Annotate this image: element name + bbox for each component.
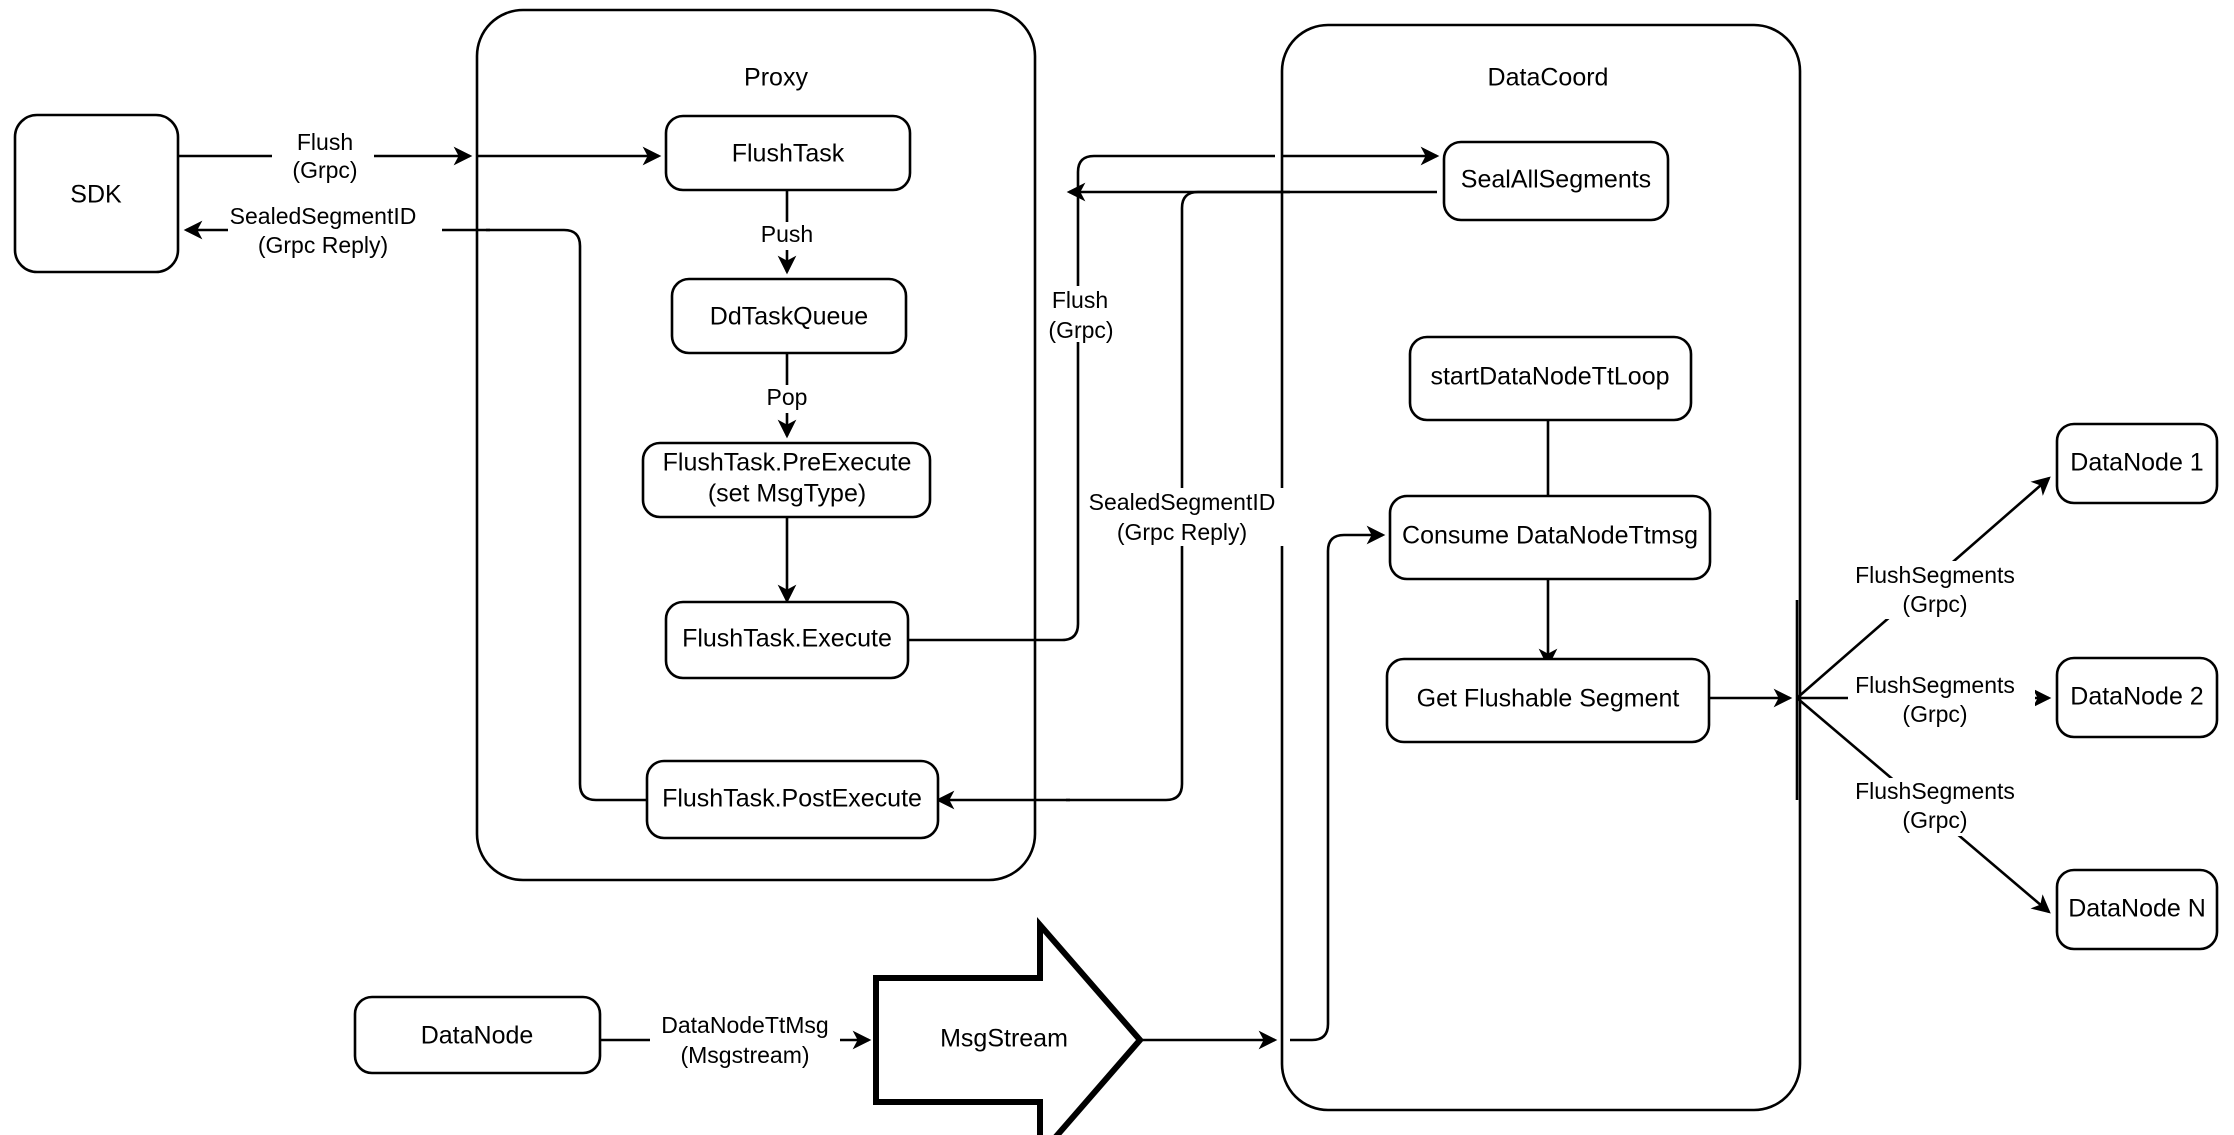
label-flush-coord-line1: Flush [1052,287,1108,313]
label-bg-push [751,222,823,250]
label-pop: Pop [767,384,808,410]
edge-label-push: Push [751,221,823,250]
edge-coordborder-to-consume [1290,525,1386,1042]
node-consume-datanodettmsg[interactable]: Consume DataNodeTtmsg [1388,494,1712,581]
label-bg-flush-coord [1038,286,1138,342]
node-ddtaskqueue[interactable]: DdTaskQueue [670,277,908,355]
preexecute-box[interactable] [641,441,932,519]
label-sealedsegmentid-line1: SealedSegmentID [230,203,417,229]
label-push: Push [761,221,813,247]
label-datanodettmsg-line2: (Msgstream) [680,1042,809,1068]
msgstream-label: MsgStream [940,1025,1068,1053]
datanode2-box[interactable] [2055,656,2219,739]
node-startdatanodettloop[interactable]: startDataNodeTtLoop [1408,335,1693,422]
startdatanodettloop-label: startDataNodeTtLoop [1430,363,1669,391]
datanoden-label: DataNode N [2068,895,2206,923]
datanode1-label: DataNode 1 [2070,449,2203,477]
edge-label-flushsegments-n: FlushSegments (Grpc) [1848,778,2035,836]
flushtask-label: FlushTask [732,140,845,168]
label-bg-sealedsegmentid [228,202,442,258]
edge-label-pop: Pop [757,384,817,413]
datanode-source-label: DataNode [421,1022,534,1050]
datanode1-box[interactable] [2055,422,2219,505]
container-datacoord: DataCoord [1280,23,1802,1112]
label-flushsegments1-line1: FlushSegments [1855,562,2015,588]
edge-label-sdk-to-proxy: Flush (Grpc) [272,128,374,184]
consume-datanodettmsg-box[interactable] [1388,494,1712,581]
node-flushtask-execute[interactable]: FlushTask.Execute [664,600,910,680]
consume-datanodettmsg-label: Consume DataNodeTtmsg [1402,522,1698,550]
postexecute-box[interactable] [645,759,940,840]
edge-label-proxy-to-coord: Flush (Grpc) [1038,286,1138,343]
sdk-box[interactable] [13,113,180,274]
edge-execute-to-coord [908,154,1275,642]
label-flushsegmentsn-line1: FlushSegments [1855,778,2015,804]
sdk-label: SDK [70,181,122,209]
node-flushtask-postexecute[interactable]: FlushTask.PostExecute [645,759,940,840]
preexecute-label-line1: FlushTask.PreExecute [663,449,912,477]
edge-label-flushsegments-1: FlushSegments (Grpc) [1848,561,2035,619]
get-flushable-segment-label: Get Flushable Segment [1417,685,1680,713]
proxy-container-outline [475,8,1037,882]
label-flushsegmentsn-line2: (Grpc) [1902,807,1967,833]
node-datanode-source[interactable]: DataNode [353,995,602,1075]
node-sdk[interactable]: SDK [13,113,180,274]
edge-label-proxy-to-sdk: SealedSegmentID (Grpc Reply) [228,202,442,258]
datacoord-container-outline [1280,23,1802,1112]
label-flush-coord-line2: (Grpc) [1048,317,1113,343]
execute-box[interactable] [664,600,910,680]
ddtaskqueue-label: DdTaskQueue [710,303,868,331]
datanode-source-box[interactable] [353,995,602,1075]
label-bg-flush-grpc [272,128,374,184]
node-datanode-n[interactable]: DataNode N [2055,868,2219,951]
label-bg-flushsegments2 [1848,672,2035,730]
label-bg-flushsegmentsn [1848,778,2035,836]
node-get-flushable-segment[interactable]: Get Flushable Segment [1385,657,1711,744]
preexecute-label-line2: (set MsgType) [708,480,866,508]
label-flushsegments1-line2: (Grpc) [1902,591,1967,617]
label-flushsegments2-line2: (Grpc) [1902,701,1967,727]
flushtask-box[interactable] [664,114,912,192]
postexecute-label: FlushTask.PostExecute [662,785,922,813]
label-sealedsegmentid-line2: (Grpc Reply) [258,232,388,258]
label-bg-flushsegments1 [1848,561,2035,619]
node-flushtask-preexecute[interactable]: FlushTask.PreExecute (set MsgType) [641,441,932,519]
startdatanodettloop-box[interactable] [1408,335,1693,422]
execute-label: FlushTask.Execute [682,625,892,653]
node-datanode-2[interactable]: DataNode 2 [2055,656,2219,739]
container-proxy: Proxy [475,8,1037,882]
sealallsegments-label: SealAllSegments [1461,166,1651,194]
edge-label-datanode-ttmsg: DataNodeTtMsg (Msgstream) [650,1012,840,1070]
datanode2-label: DataNode 2 [2070,683,2203,711]
sealallsegments-box[interactable] [1442,140,1670,222]
label-bg-pop [757,385,817,413]
label-flushsegments2-line1: FlushSegments [1855,672,2015,698]
label-bg-datanodettmsg [650,1012,840,1070]
node-msgstream[interactable]: MsgStream [873,916,1144,1135]
label-bg-sealedsegmentid-coord [1090,488,1304,546]
node-flushtask[interactable]: FlushTask [664,114,912,192]
datacoord-container-label: DataCoord [1488,64,1609,92]
edge-label-coord-to-proxy: SealedSegmentID (Grpc Reply) [1089,488,1304,546]
edge-label-flushsegments-2: FlushSegments (Grpc) [1848,672,2035,730]
label-sealedsegmentid-coord-line1: SealedSegmentID [1089,489,1276,515]
datanoden-box[interactable] [2055,868,2219,951]
label-flush-line1: Flush [297,129,353,155]
label-sealedsegmentid-coord-line2: (Grpc Reply) [1117,519,1247,545]
node-datanode-1[interactable]: DataNode 1 [2055,422,2219,505]
msgstream-arrow-shape[interactable] [873,916,1144,1135]
node-sealallsegments[interactable]: SealAllSegments [1442,140,1670,222]
ddtaskqueue-box[interactable] [670,277,908,355]
get-flushable-segment-box[interactable] [1385,657,1711,744]
label-flush-line2: (Grpc) [292,157,357,183]
proxy-container-label: Proxy [744,64,808,92]
edge-postexecute-rail [486,228,648,802]
label-datanodettmsg-line1: DataNodeTtMsg [661,1012,828,1038]
